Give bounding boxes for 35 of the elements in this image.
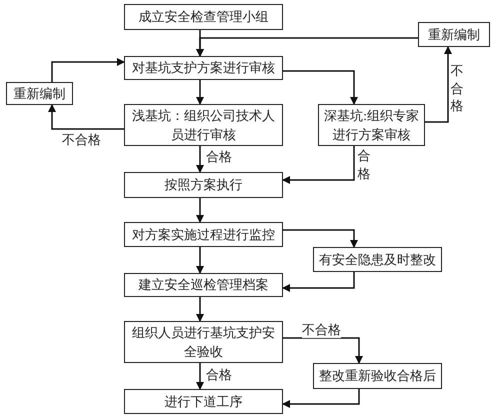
- arrow: [282, 272, 355, 292]
- process-box: 对基坑支护方案进行审核: [124, 56, 283, 80]
- process-box: 深基坑:组织专家进行方案审核: [318, 104, 425, 146]
- arrow: [425, 46, 452, 123]
- process-box: 成立安全检查管理小组: [124, 4, 283, 30]
- arrow: [196, 247, 204, 274]
- edge-label: 合格: [206, 367, 232, 384]
- process-box: 组织人员进行基坑支护安全验收: [124, 321, 283, 363]
- arrow: [48, 104, 124, 130]
- arrow: [283, 337, 363, 364]
- process-box: 对方案实施过程进行监控: [124, 222, 283, 247]
- process-box: 整改重新验收合格后: [313, 363, 442, 389]
- arrow: [196, 363, 204, 390]
- arrow: [282, 389, 360, 408]
- edge-label: 不合格: [62, 132, 101, 148]
- arrow: [51, 58, 125, 82]
- arrow: [196, 80, 204, 105]
- arrow: [283, 70, 358, 105]
- edge-label: 合格: [357, 147, 371, 182]
- process-box: 有安全隐患及时整改: [313, 247, 442, 272]
- arrow: [196, 297, 204, 322]
- process-box: 重新编制: [6, 82, 73, 105]
- process-box: 重新编制: [418, 22, 490, 47]
- arrow: [282, 146, 355, 184]
- arrow: [196, 37, 418, 57]
- edge-label: 不合格: [302, 322, 341, 338]
- arrow: [196, 146, 204, 173]
- process-box: 按照方案执行: [124, 172, 283, 198]
- process-box: 建立安全巡检管理档案: [124, 273, 283, 297]
- arrow: [283, 229, 358, 248]
- arrow: [196, 198, 204, 223]
- edge-label: 合格: [206, 149, 232, 166]
- edge-label: 不合格: [450, 62, 464, 115]
- process-box: 进行下道工序: [124, 389, 283, 414]
- process-box: 浅基坑：组织公司技术人员进行审核: [124, 104, 283, 146]
